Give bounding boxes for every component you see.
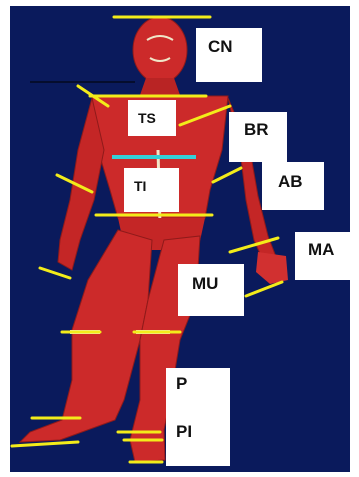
label-pi: PI bbox=[166, 418, 230, 466]
label-ma: MA bbox=[295, 232, 351, 280]
label-br: BR bbox=[229, 112, 287, 162]
label-ab: AB bbox=[262, 162, 324, 210]
label-p: P bbox=[166, 368, 230, 418]
label-ti: TI bbox=[124, 168, 179, 212]
label-mu: MU bbox=[178, 264, 244, 316]
neck bbox=[140, 78, 180, 95]
label-ts: TS bbox=[128, 100, 176, 136]
label-cn: CN bbox=[196, 28, 262, 82]
head bbox=[133, 17, 187, 83]
